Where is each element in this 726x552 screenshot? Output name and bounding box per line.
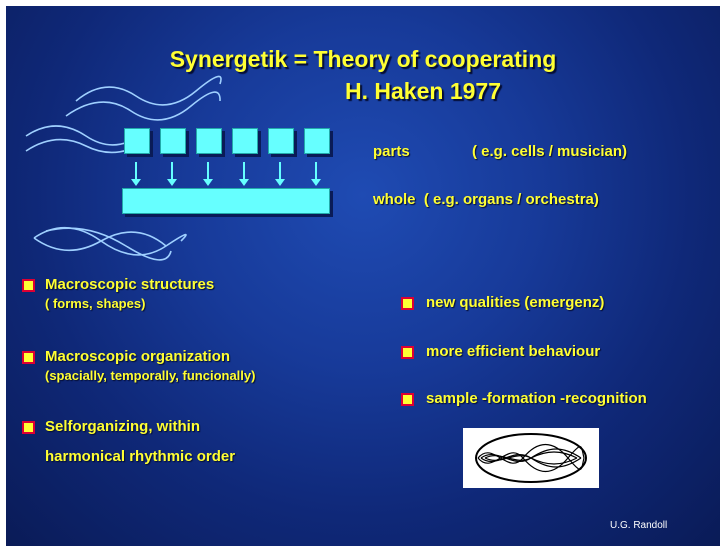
left-bullet-2-sub: (spacially, temporally, funcionally): [45, 368, 256, 383]
bullet-icon: [401, 346, 414, 359]
bullet-icon: [22, 351, 35, 364]
arrow-down-icon: [239, 162, 249, 186]
left-bullet-3-main: Selforganizing, within: [45, 418, 200, 435]
part-box-2: [160, 128, 186, 154]
arrow-down-icon: [311, 162, 321, 186]
bullet-icon: [22, 279, 35, 292]
left-bullet-3-sub: harmonical rhythmic order: [45, 448, 236, 465]
title-line-1: Synergetik = Theory of cooperating: [169, 46, 557, 72]
arrow-down-icon: [275, 162, 285, 186]
right-bullet-1: new qualities (emergenz): [426, 294, 605, 311]
right-bullet-2: more efficient behaviour: [426, 343, 601, 360]
wave-lines-icon: [25, 75, 222, 261]
arrow-down-icon: [131, 162, 141, 186]
arrow-down-icon: [167, 162, 177, 186]
right-bullet-3: sample -formation -recognition: [426, 390, 647, 407]
arrow-down-icon: [203, 162, 213, 186]
slide: Synergetik = Theory of cooperating H. Ha…: [6, 6, 720, 546]
part-box-1: [124, 128, 150, 154]
part-box-4: [232, 128, 258, 154]
whole-box: [122, 188, 330, 214]
left-bullet-1-sub: ( forms, shapes): [45, 296, 146, 311]
left-bullet-2-main: Macroscopic organization: [45, 348, 231, 365]
part-box-6: [304, 128, 330, 154]
title-line-2: H. Haken 1977: [345, 78, 501, 104]
footer-author: U.G. Randoll: [610, 520, 668, 531]
bullet-icon: [22, 421, 35, 434]
part-box-5: [268, 128, 294, 154]
interference-pattern-image: [463, 428, 599, 488]
parts-label: parts: [373, 143, 410, 160]
left-bullet-1-main: Macroscopic structures: [45, 276, 215, 293]
part-box-3: [196, 128, 222, 154]
bullet-icon: [401, 297, 414, 310]
parts-example: ( e.g. cells / musician): [472, 143, 628, 160]
bullet-icon: [401, 393, 414, 406]
whole-label: whole ( e.g. organs / orchestra): [373, 191, 599, 208]
